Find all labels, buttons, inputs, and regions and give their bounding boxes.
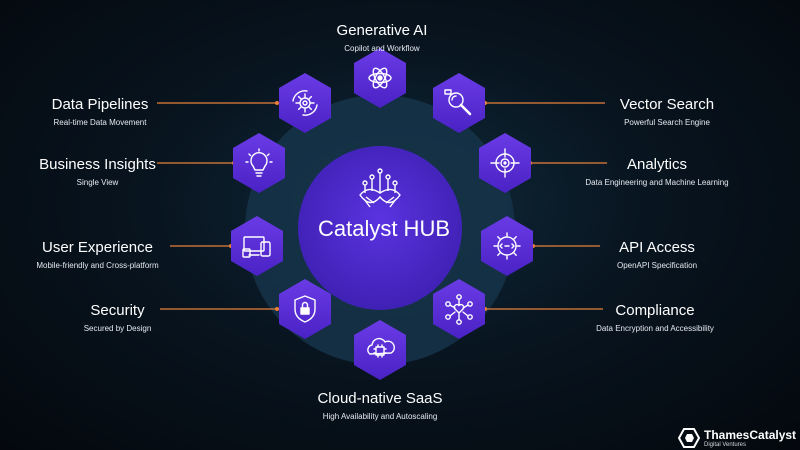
title-vector-search: Vector Search (619, 96, 715, 113)
atom-icon (368, 67, 392, 89)
label-security: Security Secured by Design (40, 302, 195, 335)
title-compliance: Compliance (615, 302, 695, 319)
title-analytics: Analytics (626, 156, 688, 173)
label-generative-ai: Generative AI Copilot and Workflow (282, 22, 482, 55)
cloud-chip-icon (367, 337, 395, 358)
label-data-pipelines: Data Pipelines Real-time Data Movement (10, 96, 190, 129)
subtitle-api-access: OpenAPI Specification (616, 261, 698, 270)
label-cloud-native-saas: Cloud-native SaaS High Availability and … (280, 390, 480, 423)
network-heart-icon (445, 294, 473, 325)
title-user-experience: User Experience (42, 239, 153, 256)
hex-node-compliance (433, 279, 485, 339)
hex-node-data-pipelines (279, 73, 331, 133)
subtitle-vector-search: Powerful Search Engine (624, 118, 710, 127)
subtitle-analytics: Data Engineering and Machine Learning (585, 178, 729, 187)
subtitle-data-pipelines: Real-time Data Movement (53, 118, 147, 127)
label-analytics: Analytics Data Engineering and Machine L… (557, 156, 757, 189)
hub-title: Catalyst HUB (317, 216, 451, 241)
connector-dot (275, 101, 279, 105)
hexagon (433, 279, 485, 339)
hexagon (231, 216, 283, 276)
hex-node-api-access (481, 216, 533, 276)
hex-node-business-insights (233, 133, 285, 193)
label-compliance: Compliance Data Encryption and Accessibi… (565, 302, 745, 335)
hex-node-cloud-native-saas (354, 320, 406, 380)
label-vector-search: Vector Search Powerful Search Engine (577, 96, 757, 129)
subtitle-compliance: Data Encryption and Accessibility (596, 324, 714, 333)
subtitle-security: Secured by Design (83, 324, 152, 333)
brand-tagline: Digital Ventures (704, 442, 747, 448)
title-cloud-native-saas: Cloud-native SaaS (317, 390, 443, 407)
api-gear-icon (493, 232, 521, 260)
hexagon (279, 73, 331, 133)
title-business-insights: Business Insights (39, 156, 156, 173)
title-data-pipelines: Data Pipelines (51, 96, 149, 113)
hexagon (233, 133, 285, 193)
hex-node-analytics (479, 133, 531, 193)
connector-dot (275, 307, 279, 311)
magnifier-icon (444, 89, 472, 116)
subtitle-business-insights: Single View (76, 178, 119, 187)
title-generative-ai: Generative AI (336, 22, 428, 39)
shield-lock-icon (294, 295, 316, 323)
lightbulb-icon (245, 148, 273, 177)
title-security: Security (90, 302, 145, 319)
gear-cycle-icon (292, 90, 318, 116)
title-api-access: API Access (619, 239, 695, 256)
subtitle-user-experience: Mobile-friendly and Cross-platform (36, 261, 159, 270)
hub-circle (298, 146, 462, 310)
devices-icon (242, 236, 271, 258)
hex-node-vector-search (433, 73, 485, 133)
brand-logo-icon (678, 428, 700, 448)
hexagon (354, 320, 406, 380)
label-business-insights: Business Insights Single View (10, 156, 185, 189)
hub-logo-icon (359, 168, 401, 208)
hex-node-security (279, 279, 331, 339)
hexagon (433, 73, 485, 133)
subtitle-generative-ai: Copilot and Workflow (344, 44, 420, 53)
target-icon (490, 148, 520, 178)
label-api-access: API Access OpenAPI Specification (577, 239, 737, 272)
brand-name: ThamesCatalyst (704, 428, 797, 442)
label-user-experience: User Experience Mobile-friendly and Cros… (10, 239, 185, 272)
hex-node-user-experience (231, 216, 283, 276)
connector-lines (157, 102, 607, 310)
hex-node-generative-ai (354, 48, 406, 108)
subtitle-cloud-native-saas: High Availability and Autoscaling (322, 412, 438, 421)
